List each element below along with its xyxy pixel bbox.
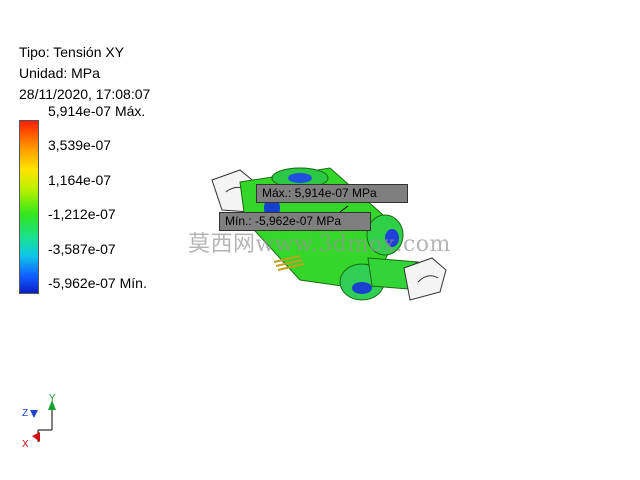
max-value-callout: Máx.: 5,914e-07 MPa	[256, 184, 408, 203]
legend-label-max: 5,914e-07 Máx.	[48, 103, 146, 119]
result-type: Tipo: Tensión XY	[19, 44, 125, 60]
axis-triad-icon[interactable]: Y Z X	[18, 392, 68, 452]
right-clamp	[403, 257, 447, 301]
legend-label: -1,212e-07	[48, 206, 116, 222]
axis-z-label: Z	[22, 408, 28, 419]
legend-label: 1,164e-07	[48, 172, 112, 188]
legend-label: 3,539e-07	[48, 137, 112, 153]
min-value-callout: Mín.: -5,962e-07 MPa	[219, 212, 371, 231]
color-legend-bar	[19, 120, 39, 294]
legend-label-min: -5,962e-07 Mín.	[48, 275, 147, 291]
legend-label: -3,587e-07	[48, 241, 116, 257]
result-unit: Unidad: MPa	[19, 65, 100, 81]
axis-y-label: Y	[49, 393, 56, 404]
result-datetime: 28/11/2020, 17:08:07	[19, 86, 151, 102]
result-info: Tipo: Tensión XY Unidad: MPa 28/11/2020,…	[19, 42, 150, 105]
axis-x-label: X	[22, 439, 29, 450]
watermark-text: 莫西网www.3dmox.com	[188, 232, 451, 257]
